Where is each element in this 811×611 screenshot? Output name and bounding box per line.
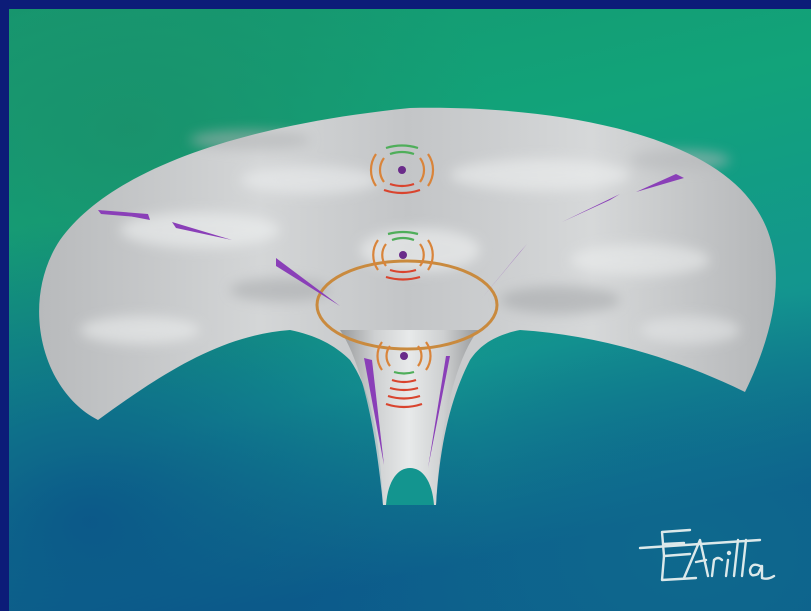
spacetime-illustration: [0, 0, 811, 611]
illustration-frame: [0, 0, 811, 611]
